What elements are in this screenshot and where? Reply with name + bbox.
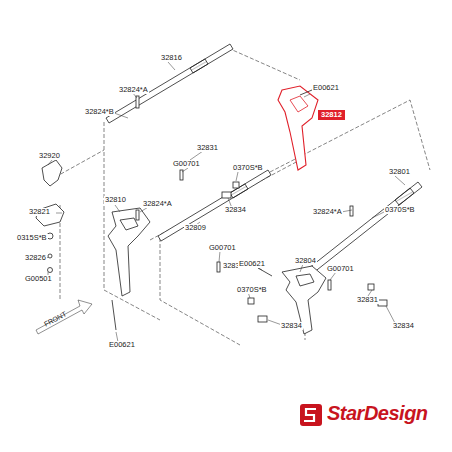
part-number: 32816 [160,54,183,62]
part-number: G00701 [326,265,355,273]
part-number: 0315S*B [16,234,48,242]
direction-label: FRONT [42,310,68,328]
part-number: E00621 [108,341,136,349]
part-number: E00621 [312,84,340,92]
part-number: 32834 [224,206,247,214]
part-number: 32824*A [142,200,173,208]
part-number: 32824*B [84,108,115,116]
part-number: 32824*A [312,208,343,216]
part-number: 32831 [356,296,379,304]
part-number: 32812 [318,110,345,120]
part-number: 0370S*B [232,164,264,172]
part-number: 32804 [294,257,317,265]
part-number: 32824*A [118,86,149,94]
part-number: 32826 [24,254,47,262]
part-number: 32834 [280,322,303,330]
part-number: G00701 [172,160,201,168]
part-number: 32810 [104,196,127,204]
logo-mark [300,404,322,426]
part-number: 0370S*B [236,286,268,294]
part-number: E00621 [238,260,266,268]
watermark-logo: StarDesign [326,403,429,423]
part-number: G00701 [208,244,237,252]
part-number: 32821 [28,208,51,216]
part-number: 32831 [196,144,219,152]
part-number: 32920 [38,152,61,160]
part-number: 32834 [392,322,415,330]
part-number: 0370S*B [384,206,416,214]
part-number: G00501 [24,275,53,283]
part-number: 32801 [388,168,411,176]
part-number: 32809 [184,224,207,232]
